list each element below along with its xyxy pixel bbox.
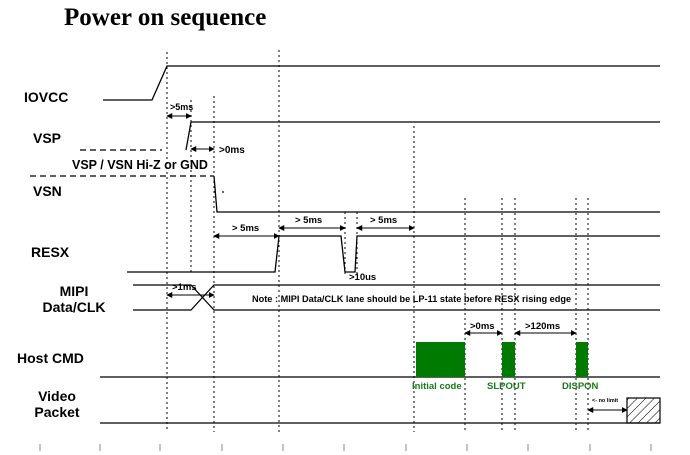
page-title: Power on sequence xyxy=(64,4,267,31)
waveform-iovcc xyxy=(103,65,660,101)
cmd-label-slpout: SLPOUT xyxy=(487,381,526,392)
timing-guide-lines xyxy=(166,50,589,432)
label-0ms-vsn: >0ms xyxy=(219,145,245,156)
waveform-vsn xyxy=(213,175,660,213)
label-1ms: >1ms xyxy=(172,282,197,293)
waveform-resx xyxy=(127,235,660,273)
waveform-vsp xyxy=(185,121,660,151)
label-5ms-vsp: >5ms xyxy=(170,102,193,112)
timing-arrows xyxy=(166,113,628,413)
signal-label-resx: RESX xyxy=(31,244,70,260)
label-0ms-cmd: >0ms xyxy=(470,321,495,332)
cmd-block-initial-code xyxy=(416,342,465,377)
signal-label-vsn: VSN xyxy=(33,183,62,199)
label-no-limit: <- no limit xyxy=(592,398,618,404)
cmd-block-slpout xyxy=(502,342,515,377)
signal-label-mipi-line1: MIPI xyxy=(59,283,89,299)
label-5ms-c: > 5ms xyxy=(370,215,397,226)
label-5ms-b: > 5ms xyxy=(295,215,322,226)
cmd-label-dispon: DISPON xyxy=(562,381,599,392)
video-packet-block xyxy=(626,397,661,424)
signal-label-video-packet: Video Packet xyxy=(30,388,84,420)
signal-label-host-cmd: Host CMD xyxy=(17,350,84,366)
signal-label-mipi-line2: Data/CLK xyxy=(42,299,106,315)
stray-dot xyxy=(222,191,224,193)
cmd-label-initial-code: Initial code xyxy=(412,381,462,392)
signal-label-vsp: VSP xyxy=(33,130,62,146)
cmd-block-dispon xyxy=(576,342,588,377)
mipi-note: Note : MIPI Data/CLK lane should be LP-1… xyxy=(252,294,571,304)
signal-label-mipi: MIPI Data/CLK xyxy=(38,283,110,315)
label-hiz-or-gnd: VSP / VSN Hi-Z or GND xyxy=(72,158,208,172)
bottom-ticks xyxy=(39,444,652,451)
label-5ms-a: > 5ms xyxy=(232,223,259,234)
signal-label-video-line2: Packet xyxy=(34,404,80,420)
label-10us: >10us xyxy=(349,272,376,283)
label-120ms: >120ms xyxy=(525,321,560,332)
signal-label-video-line1: Video xyxy=(38,388,76,404)
signal-label-iovcc: IOVCC xyxy=(24,89,69,105)
